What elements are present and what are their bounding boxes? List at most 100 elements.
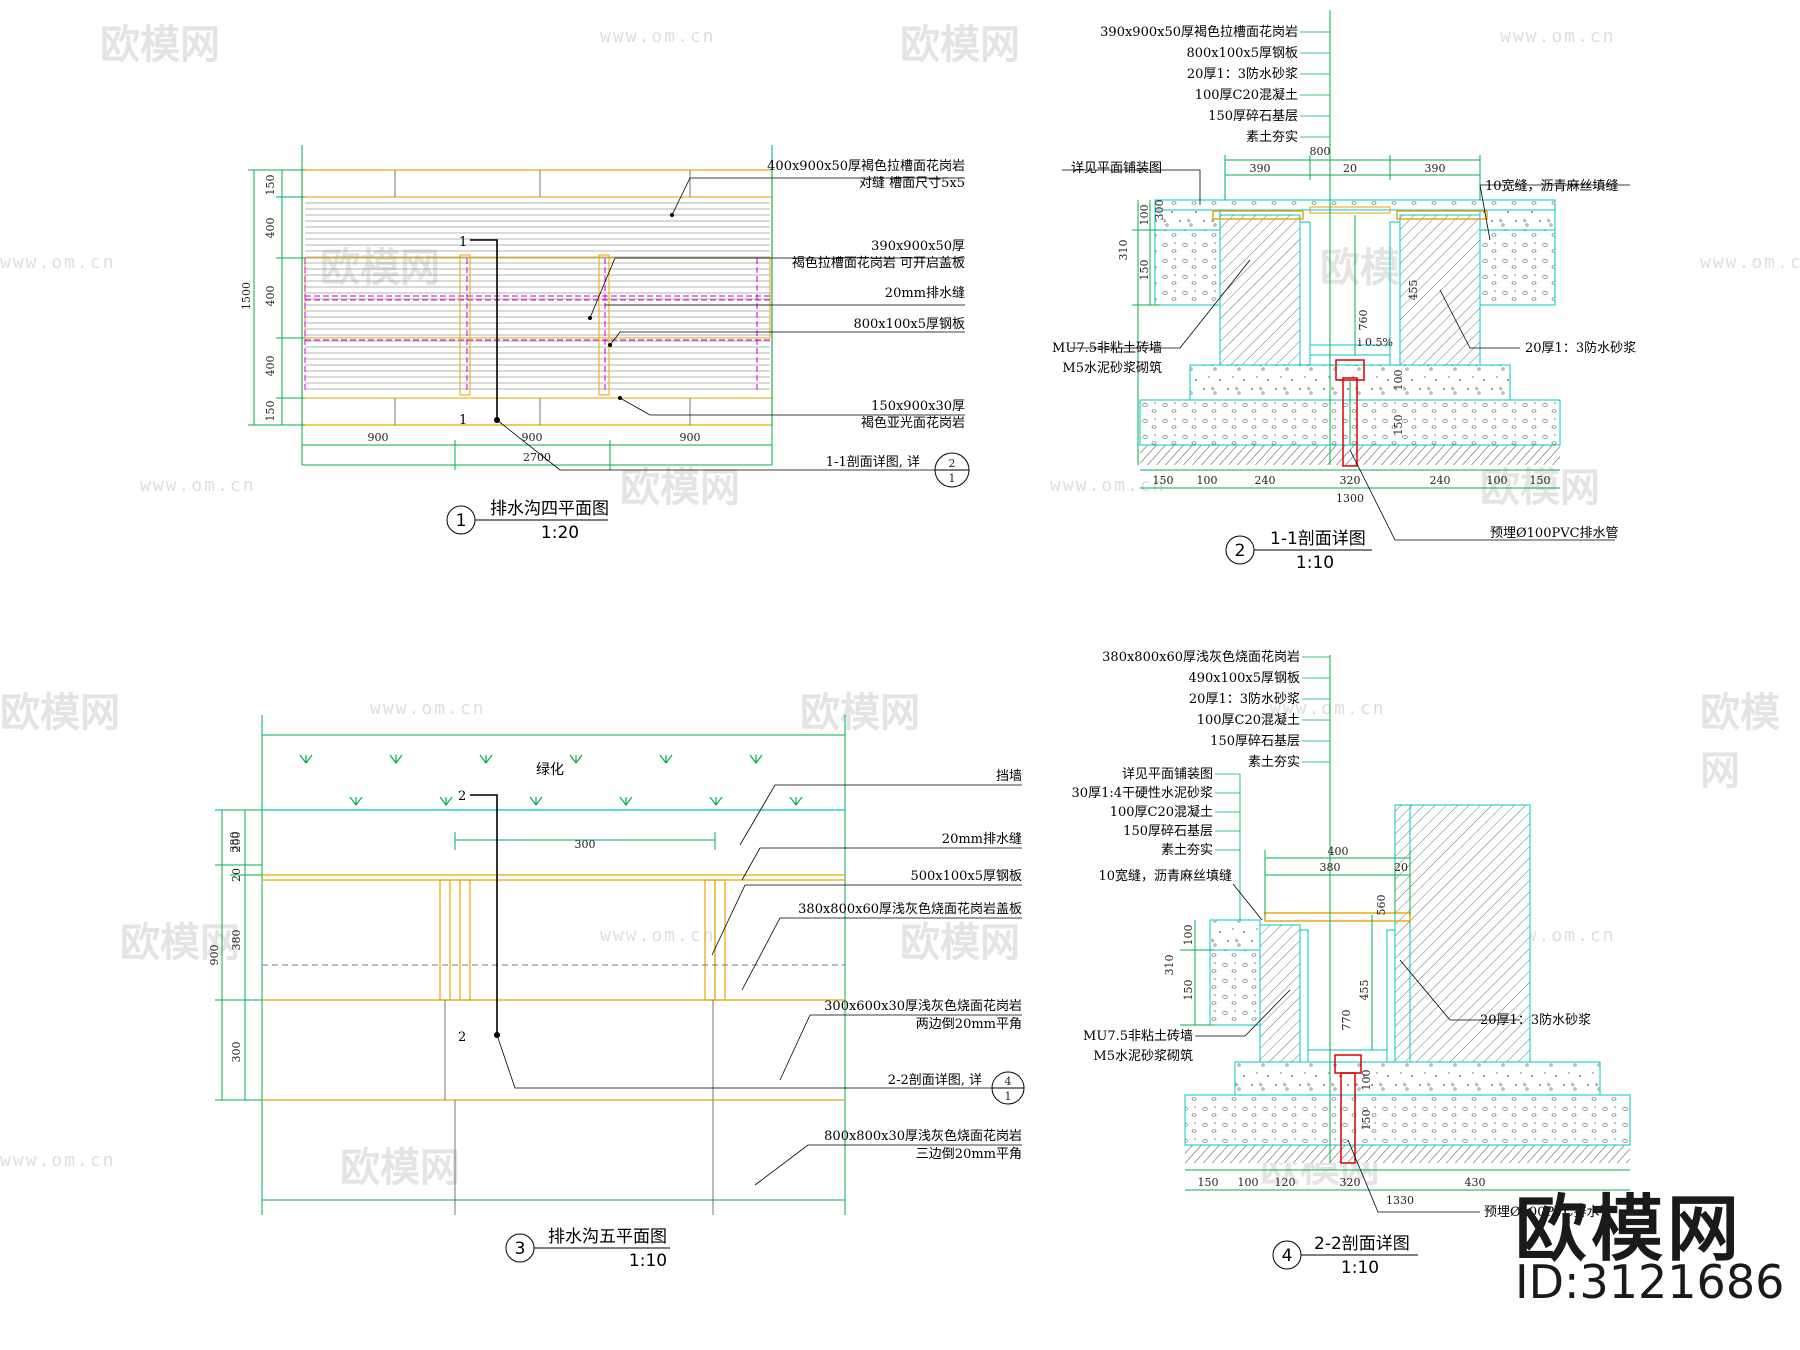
material-label: 800x800x30厚浅灰色烧面花岗岩 [824,1128,1022,1144]
dim-total: 1330 [1386,1194,1414,1207]
plan-drawing-3: 绿化 2 2 380 200 20 380 300 900 [208,715,1025,1271]
drawing-number: 1 [456,511,467,531]
material-label: M5水泥砂浆砌筑 [1093,1048,1193,1064]
dim-label: 240 [1430,474,1451,487]
detail-ref-label: 2-2剖面详图, 详 [888,1073,982,1088]
layer-label: 150厚碎石基层 [1210,734,1300,749]
dim-label: 120 [1275,1176,1296,1189]
material-label: 两边倒20mm平角 [916,1017,1022,1032]
section-mark: 1 [459,235,467,250]
material-label: M5水泥砂浆砌筑 [1062,360,1162,376]
dim-total: 400 [1328,845,1349,858]
section-mark: 2 [458,789,466,804]
layer-label: 100厚C20混凝土 [1110,804,1213,820]
dim-label: 390 [1425,162,1446,175]
section-mark: 2 [458,1030,466,1045]
section-mark: 1 [459,413,467,428]
layer-label: 20厚1：3防水砂浆 [1189,691,1300,707]
dim-label: 400 [264,356,277,377]
watermark-url: www.om.cn [600,925,716,946]
dim-label: 100 [1182,925,1195,946]
dim-total: 2700 [523,451,551,464]
material-label: 300x600x30厚浅灰色烧面花岗岩 [824,998,1022,1014]
dim-label: 100 [1138,205,1151,226]
material-label: 详见平面铺装图 [1071,161,1162,176]
watermark-url: www.om.cn [0,1150,116,1171]
dim-label: 300 [1153,200,1166,221]
dim-label: 770 [1340,1010,1353,1031]
dim-label: 100 [1197,474,1218,487]
detail-ref-sheet: 1 [949,472,956,485]
detail-ref-number: 4 [1005,1075,1012,1088]
watermark-logo: 欧模网 [900,22,1020,68]
detail-ref-number: 2 [949,457,956,470]
material-label: 20mm排水缝 [942,832,1022,847]
dim-total: 1300 [1336,492,1364,505]
dim-label: 300 [575,838,596,851]
material-label: 800x100x5厚钢板 [853,317,965,332]
layer-label: 10宽缝，沥青麻丝填缝 [1098,868,1232,884]
layer-label: 490x100x5厚钢板 [1188,671,1300,686]
drawing-scale: 1:10 [629,1251,667,1271]
material-label: 预埋Ø100PVC排水管 [1484,1205,1613,1220]
layer-label: 150厚碎石基层 [1123,824,1213,839]
layer-label: 100厚C20混凝土 [1197,712,1300,728]
layer-label: 素土夯实 [1248,755,1300,770]
material-label: MU7.5非粘土砖墙 [1083,1029,1193,1044]
material-label: 390x900x50厚 [871,239,965,254]
dim-label: 310 [1117,240,1130,261]
dim-label: 430 [1465,1176,1486,1189]
watermark-url: www.om.cn [1500,26,1616,47]
material-label: 褐色亚光面花岗岩 [861,415,965,431]
layer-label: 800x100x5厚钢板 [1186,46,1298,61]
detail-ref-label: 1-1剖面详图, 详 [826,455,920,470]
material-label: 400x900x50厚褐色拉槽面花岗岩 [767,158,965,174]
layer-label: 150厚碎石基层 [1208,109,1298,124]
layer-label: 380x800x60厚浅灰色烧面花岗岩 [1102,649,1300,665]
dim-label: 560 [1375,895,1388,916]
dim-label: 320 [1340,1176,1361,1189]
dim-label: 900 [680,431,701,444]
watermark-url: www.om.cn [1270,698,1386,719]
dim-label: 150 [1530,474,1551,487]
watermark-url: www.om.cn [600,26,716,47]
plan-drawing-1: 1 1 150 400 400 400 150 1500 900 900 900 [240,145,970,543]
watermark-logo: 欧模网 [1700,690,1780,794]
layer-label: 20厚1：3防水砂浆 [1187,66,1298,82]
dim-label: 100 [1487,474,1508,487]
watermark-url: www.om.cn [370,698,486,719]
material-label: 380x800x60厚浅灰色烧面花岗岩盖板 [798,901,1022,917]
dim-label: 150 [1153,474,1174,487]
dim-label: 150 [1138,260,1151,281]
drawing-title: 排水沟五平面图 [548,1227,667,1247]
dim-label: 100 [1360,1070,1373,1091]
drawing-title: 1-1剖面详图 [1270,529,1366,549]
model-id: ID:3121686 [1515,1255,1785,1309]
dim-label: 150 [1360,1110,1373,1131]
dim-label: 455 [1407,280,1420,301]
layer-label: 素土夯实 [1161,843,1213,858]
drawing-number: 3 [515,1239,526,1259]
detail-ref-sheet: 1 [1005,1090,1012,1103]
material-label: 三边倒20mm平角 [916,1147,1022,1162]
material-label: 20厚1：3防水砂浆 [1480,1012,1591,1028]
dim-label: 300 [230,1042,243,1063]
material-label: 500x100x5厚钢板 [910,869,1022,884]
slope-label: i 0.5% [1358,336,1393,349]
drawing-title: 2-2剖面详图 [1314,1234,1410,1254]
dim-label: 400 [264,218,277,239]
watermark-url: www.om.cn [0,252,116,273]
watermark-logo: 欧模网 [340,1145,460,1191]
dim-label: 20 [1343,162,1357,175]
watermark-logo: 欧模网 [320,245,440,291]
layer-label: 100厚C20混凝土 [1195,87,1298,103]
layer-label: 素土夯实 [1246,130,1298,145]
dim-label: 20 [1394,861,1408,874]
material-label: 10宽缝，沥青麻丝填缝 [1485,178,1619,194]
watermark-url: www.om.cn [140,475,256,496]
dim-label: 240 [1255,474,1276,487]
layer-label: 390x900x50厚褐色拉槽面花岗岩 [1100,24,1298,40]
dim-label: 760 [1357,310,1370,331]
material-label: 预埋Ø100PVC排水管 [1490,526,1619,541]
